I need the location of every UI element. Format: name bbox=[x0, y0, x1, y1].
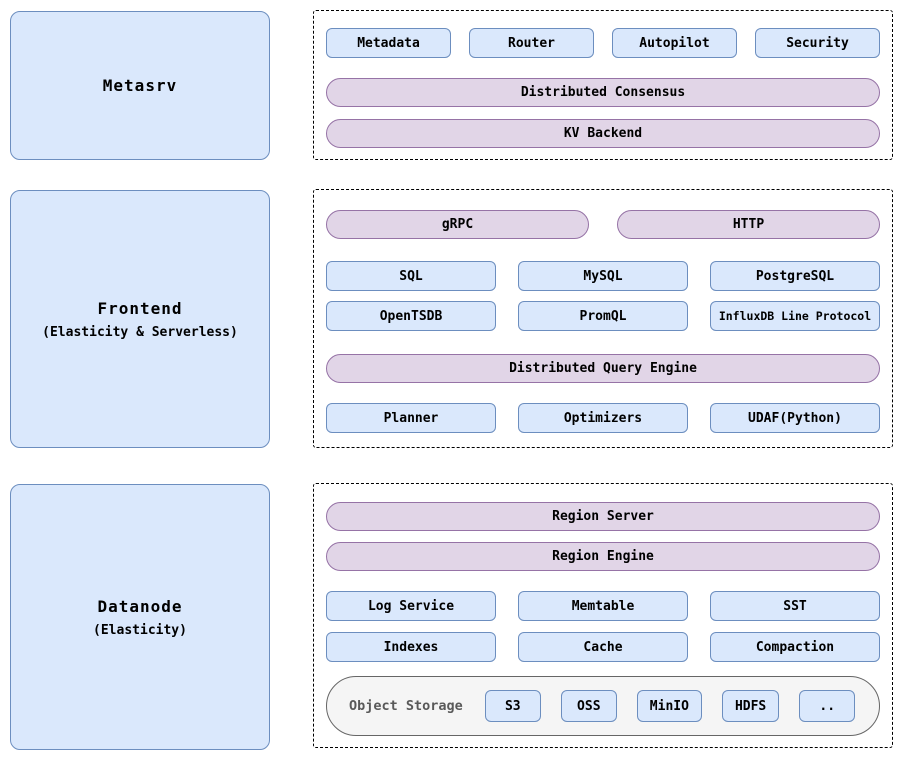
node-s3: S3 bbox=[484, 690, 541, 722]
node-optimizers: Optimizers bbox=[518, 403, 688, 433]
storage-row-2: Indexes Cache Compaction bbox=[326, 632, 880, 662]
frontend-block: Frontend (Elasticity & Serverless) bbox=[10, 190, 270, 448]
metasrv-title: Metasrv bbox=[102, 76, 178, 95]
node-planner: Planner bbox=[326, 403, 496, 433]
frontend-title: Frontend bbox=[97, 298, 183, 318]
node-security: Security bbox=[755, 28, 880, 58]
pill-kv-backend: KV Backend bbox=[326, 119, 880, 148]
node-metadata: Metadata bbox=[326, 28, 451, 58]
metasrv-components-row: Metadata Router Autopilot Security bbox=[326, 28, 880, 58]
node-promql: PromQL bbox=[518, 301, 688, 331]
datanode-panel: Region Server Region Engine Log Service … bbox=[313, 483, 893, 748]
node-influxdb-line-protocol: InfluxDB Line Protocol bbox=[710, 301, 880, 331]
pill-distributed-query-engine: Distributed Query Engine bbox=[326, 354, 880, 383]
node-sql: SQL bbox=[326, 261, 496, 291]
metasrv-block: Metasrv bbox=[10, 11, 270, 160]
node-hdfs: HDFS bbox=[721, 690, 780, 722]
node-sst: SST bbox=[710, 591, 880, 621]
node-log-service: Log Service bbox=[326, 591, 496, 621]
protocol-pills-row: gRPC HTTP bbox=[326, 210, 880, 239]
node-udaf-python: UDAF(Python) bbox=[710, 403, 880, 433]
api-row-1: SQL MySQL PostgreSQL bbox=[326, 261, 880, 291]
pill-grpc: gRPC bbox=[326, 210, 589, 239]
node-mysql: MySQL bbox=[518, 261, 688, 291]
pill-region-server: Region Server bbox=[326, 502, 880, 531]
pill-region-engine: Region Engine bbox=[326, 542, 880, 571]
object-storage-group: Object Storage S3 OSS MinIO HDFS .. bbox=[326, 676, 880, 736]
pill-distributed-consensus: Distributed Consensus bbox=[326, 78, 880, 107]
node-minio: MinIO bbox=[636, 690, 702, 722]
datanode-subtitle: (Elasticity) bbox=[93, 622, 187, 638]
node-compaction: Compaction bbox=[710, 632, 880, 662]
object-storage-label: Object Storage bbox=[349, 698, 463, 714]
node-indexes: Indexes bbox=[326, 632, 496, 662]
node-memtable: Memtable bbox=[518, 591, 688, 621]
node-router: Router bbox=[469, 28, 594, 58]
datanode-block: Datanode (Elasticity) bbox=[10, 484, 270, 750]
frontend-panel: gRPC HTTP SQL MySQL PostgreSQL OpenTSDB … bbox=[313, 189, 893, 448]
node-autopilot: Autopilot bbox=[612, 28, 737, 58]
node-more-storage: .. bbox=[799, 690, 856, 722]
node-postgresql: PostgreSQL bbox=[710, 261, 880, 291]
node-cache: Cache bbox=[518, 632, 688, 662]
datanode-title: Datanode bbox=[97, 596, 183, 616]
node-opentsdb: OpenTSDB bbox=[326, 301, 496, 331]
pill-http: HTTP bbox=[617, 210, 880, 239]
api-row-2: OpenTSDB PromQL InfluxDB Line Protocol bbox=[326, 301, 880, 331]
metasrv-panel: Metadata Router Autopilot Security Distr… bbox=[313, 10, 893, 160]
storage-row-1: Log Service Memtable SST bbox=[326, 591, 880, 621]
node-oss: OSS bbox=[560, 690, 617, 722]
engine-row: Planner Optimizers UDAF(Python) bbox=[326, 403, 880, 433]
frontend-subtitle: (Elasticity & Serverless) bbox=[42, 324, 238, 340]
